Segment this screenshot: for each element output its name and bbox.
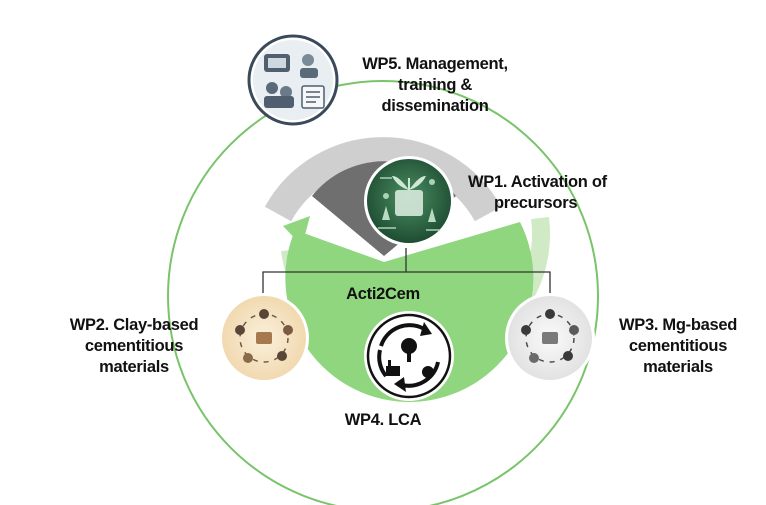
wp2-label-line: cementitious (84, 337, 184, 355)
outer-cycle-ring (167, 80, 599, 505)
wp3-materials-cycle-icon (505, 293, 595, 383)
wp5-team-meeting-icon (247, 34, 339, 126)
wp3-label: WP3. Mg-based cementitious materials (610, 315, 746, 378)
center-title-text: Acti2Cem (346, 285, 420, 303)
wp5-label-line: WP5. Management, (362, 55, 508, 73)
wp2-label: WP2. Clay-based cementitious materials (48, 315, 220, 378)
wp4-label: WP4. LCA (330, 410, 436, 431)
wp5-label: WP5. Management, training & disseminatio… (340, 54, 530, 117)
wp3-label-line: WP3. Mg-based (618, 316, 738, 334)
wp1-lab-equipment-icon (364, 156, 454, 246)
wp4-life-cycle-icon (364, 311, 454, 401)
wp2-materials-cycle-icon (219, 293, 309, 383)
wp4-label-line: WP4. LCA (344, 411, 422, 429)
wp5-label-line: training & (398, 76, 472, 94)
wp2-label-line: WP2. Clay-based (69, 316, 199, 334)
wp1-label: WP1. Activation of precursors (468, 172, 628, 214)
wp5-label-line: dissemination (381, 97, 489, 115)
wp2-label-line: materials (99, 358, 169, 376)
wp3-label-line: cementitious (628, 337, 728, 355)
wp3-label-line: materials (643, 358, 713, 376)
wp1-label-line: precursors (494, 194, 578, 212)
center-title: Acti2Cem (330, 284, 436, 305)
cycle-arrow-head (283, 216, 310, 246)
grey-arc (264, 137, 502, 222)
wp1-label-line: WP1. Activation of (468, 173, 607, 191)
